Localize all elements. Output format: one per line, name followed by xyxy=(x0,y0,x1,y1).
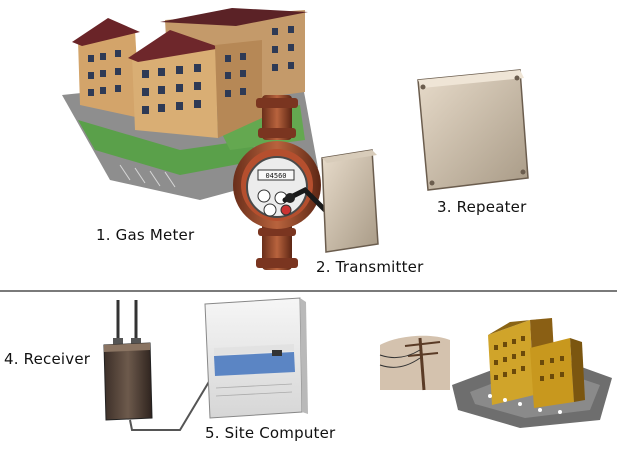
gas-meter-illustration xyxy=(233,95,328,270)
office-buildings-illustration xyxy=(452,318,612,428)
site-computer-illustration xyxy=(204,297,308,419)
transmitter-illustration xyxy=(321,149,379,253)
transmitter-label: 2. Transmitter xyxy=(316,258,424,276)
apartment-complex-illustration xyxy=(62,8,318,200)
site-computer-label: 5. Site Computer xyxy=(205,424,336,442)
repeater-illustration xyxy=(417,69,529,191)
repeater-label: 3. Repeater xyxy=(437,198,527,216)
receiver-illustration xyxy=(103,300,211,431)
section-divider xyxy=(0,290,617,292)
gas-meter-label: 1. Gas Meter xyxy=(96,226,195,244)
meter-readout: 04560 xyxy=(265,172,286,180)
receiver-label: 4. Receiver xyxy=(4,350,91,368)
utility-pole-illustration xyxy=(379,335,450,391)
